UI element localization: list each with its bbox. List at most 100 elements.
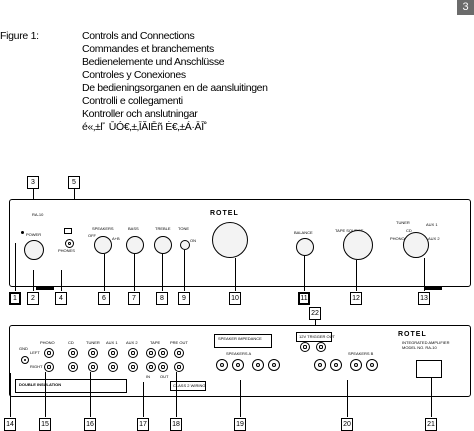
tape-label: TAPE <box>150 340 161 345</box>
tuner-label: TUNER <box>396 220 410 225</box>
pre-out-right-jack[interactable] <box>174 362 184 372</box>
trigger-jack[interactable] <box>316 342 326 352</box>
speaker-b-terminal[interactable] <box>330 359 342 371</box>
speaker-b-terminal[interactable] <box>314 359 326 371</box>
speakers-off-label: OFF <box>88 233 96 238</box>
power-label: POWER <box>26 232 42 237</box>
speakers-selector[interactable] <box>94 236 112 254</box>
tape-source-selector[interactable] <box>343 230 373 260</box>
tuner-right-jack[interactable] <box>88 362 98 372</box>
power-led <box>21 231 24 234</box>
gnd-terminal[interactable] <box>21 356 29 364</box>
callout-16: 16 <box>84 418 96 431</box>
phono-left-jack[interactable] <box>44 348 54 358</box>
tape-source-label: TAPE SOURCE <box>335 228 364 233</box>
callout-8: 8 <box>156 292 168 305</box>
speakers-b-label: SPEAKERS B <box>348 351 374 356</box>
cd-right-jack[interactable] <box>68 362 78 372</box>
power-button[interactable] <box>24 240 44 260</box>
speaker-a-terminal[interactable] <box>232 359 244 371</box>
callout-lead <box>347 380 348 417</box>
callout-lead <box>304 256 305 291</box>
class2-box: CLASS 2 WIRING <box>170 381 206 391</box>
trigger-jack[interactable] <box>300 342 310 352</box>
callout-lead <box>184 250 185 291</box>
aux2-left-jack[interactable] <box>128 348 138 358</box>
callout-lead <box>356 260 357 291</box>
speakers-a-label: SPEAKERS A <box>226 351 252 356</box>
right-label: RIGHT <box>30 364 43 369</box>
caption-es: Controles y Conexiones <box>82 69 186 81</box>
volume-knob[interactable] <box>212 222 248 258</box>
left-label: LEFT <box>30 350 40 355</box>
bass-knob[interactable] <box>126 236 144 254</box>
double-insulation-label: DOUBLE INSULATION <box>19 382 62 387</box>
callout-4: 4 <box>55 292 67 305</box>
model-label: RA-10 <box>32 212 44 217</box>
rear-panel: GND PHONO CD TUNER AUX 1 AUX 2 TAPE PRE … <box>9 325 471 397</box>
front-panel: RA-10 POWER PHONES SPEAKERS OFF A+B BASS… <box>9 199 471 287</box>
treble-knob[interactable] <box>154 236 172 254</box>
caption-de: Bedienelemente und Anschlüsse <box>82 56 225 68</box>
callout-lead <box>240 380 241 417</box>
caption-it: Controlli e collegamenti <box>82 95 183 107</box>
aux1-right-jack[interactable] <box>108 362 118 372</box>
phones-jack[interactable] <box>65 239 74 248</box>
treble-label: TREBLE <box>155 226 171 231</box>
speaker-impedance-label: SPEAKER IMPEDANCE <box>218 336 262 341</box>
balance-label: BALANCE <box>294 230 313 235</box>
tone-button[interactable] <box>180 240 190 250</box>
callout-lead <box>235 258 236 291</box>
figure-captions: Controls and Connections Commandes et br… <box>82 30 268 134</box>
callout-15: 15 <box>39 418 51 431</box>
gnd-label: GND <box>19 346 28 351</box>
speakers-label: SPEAKERS <box>92 226 114 231</box>
model-label: MODEL NO. RA-10 <box>402 345 437 350</box>
pre-out-left-jack[interactable] <box>174 348 184 358</box>
aux2-label: AUX 2 <box>126 340 138 345</box>
aux1-left-jack[interactable] <box>108 348 118 358</box>
callout-lead <box>45 372 46 417</box>
tone-on-label: ON <box>190 238 196 243</box>
foot <box>424 286 442 290</box>
callout-12: 12 <box>350 292 362 305</box>
callout-17: 17 <box>137 418 149 431</box>
callout-11: 11 <box>298 292 310 305</box>
tape-in-right-jack[interactable] <box>146 362 156 372</box>
ac-inlet[interactable] <box>416 360 442 378</box>
cd-left-jack[interactable] <box>68 348 78 358</box>
tape-out-left-jack[interactable] <box>158 348 168 358</box>
callout-lead <box>176 372 177 417</box>
tape-out-right-jack[interactable] <box>158 362 168 372</box>
rear-brand-logo: ROTEL <box>398 331 427 338</box>
aux2-label: AUX 2 <box>428 236 440 241</box>
caption-en: Controls and Connections <box>82 30 195 42</box>
foot <box>36 286 54 290</box>
tone-label: TONE <box>178 226 190 231</box>
trigger-label: 12V TRIGGER OUT <box>299 334 335 339</box>
brand-logo: ROTEL <box>210 210 239 217</box>
speaker-b-terminal[interactable] <box>350 359 362 371</box>
tuner-left-jack[interactable] <box>88 348 98 358</box>
speaker-a-terminal[interactable] <box>252 359 264 371</box>
callout-13: 13 <box>418 292 430 305</box>
phones-label: PHONES <box>58 248 75 253</box>
speakers-ab-label: A+B <box>112 236 120 241</box>
aux1-label: AUX 1 <box>106 340 118 345</box>
speaker-a-terminal[interactable] <box>216 359 228 371</box>
double-insulation-notice: DOUBLE INSULATION <box>15 379 127 393</box>
callout-19: 19 <box>234 418 246 431</box>
pre-out-label: PRE OUT <box>170 340 188 345</box>
speaker-impedance-box: SPEAKER IMPEDANCE <box>214 334 272 348</box>
input-selector[interactable] <box>403 232 429 258</box>
aux2-right-jack[interactable] <box>128 362 138 372</box>
speaker-b-terminal[interactable] <box>366 359 378 371</box>
balance-knob[interactable] <box>296 238 314 256</box>
callout-3: 3 <box>27 176 39 189</box>
tape-in-left-jack[interactable] <box>146 348 156 358</box>
phono-right-jack[interactable] <box>44 362 54 372</box>
callout-lead <box>431 378 432 417</box>
speaker-a-terminal[interactable] <box>268 359 280 371</box>
callout-9: 9 <box>178 292 190 305</box>
aux1-label: AUX 1 <box>426 222 438 227</box>
